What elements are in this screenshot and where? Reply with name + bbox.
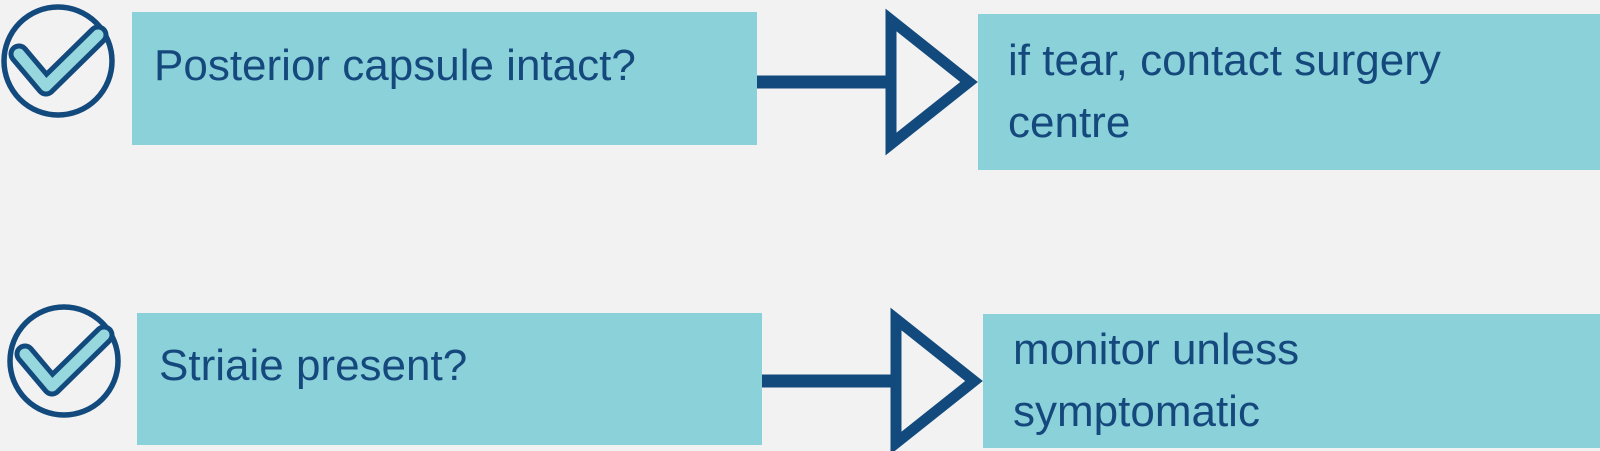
- check-circle-icon: [1, 4, 115, 118]
- action-text-line: symptomatic: [1013, 387, 1260, 436]
- question-box: Posterior capsule intact?: [132, 12, 757, 145]
- question-text: Posterior capsule intact?: [154, 40, 636, 90]
- action-box: monitor unless symptomatic: [983, 314, 1600, 448]
- arrow-right-icon: [757, 8, 978, 156]
- action-text-line: centre: [1008, 98, 1131, 147]
- check-circle-icon: [7, 304, 121, 418]
- question-box: Striaie present?: [137, 313, 762, 445]
- action-text-line: monitor unless: [1013, 325, 1300, 374]
- arrow-right-icon: [762, 307, 983, 451]
- action-text-line: if tear, contact surgery: [1008, 36, 1441, 85]
- action-box: if tear, contact surgery centre: [978, 14, 1600, 170]
- question-text: Striaie present?: [159, 341, 468, 390]
